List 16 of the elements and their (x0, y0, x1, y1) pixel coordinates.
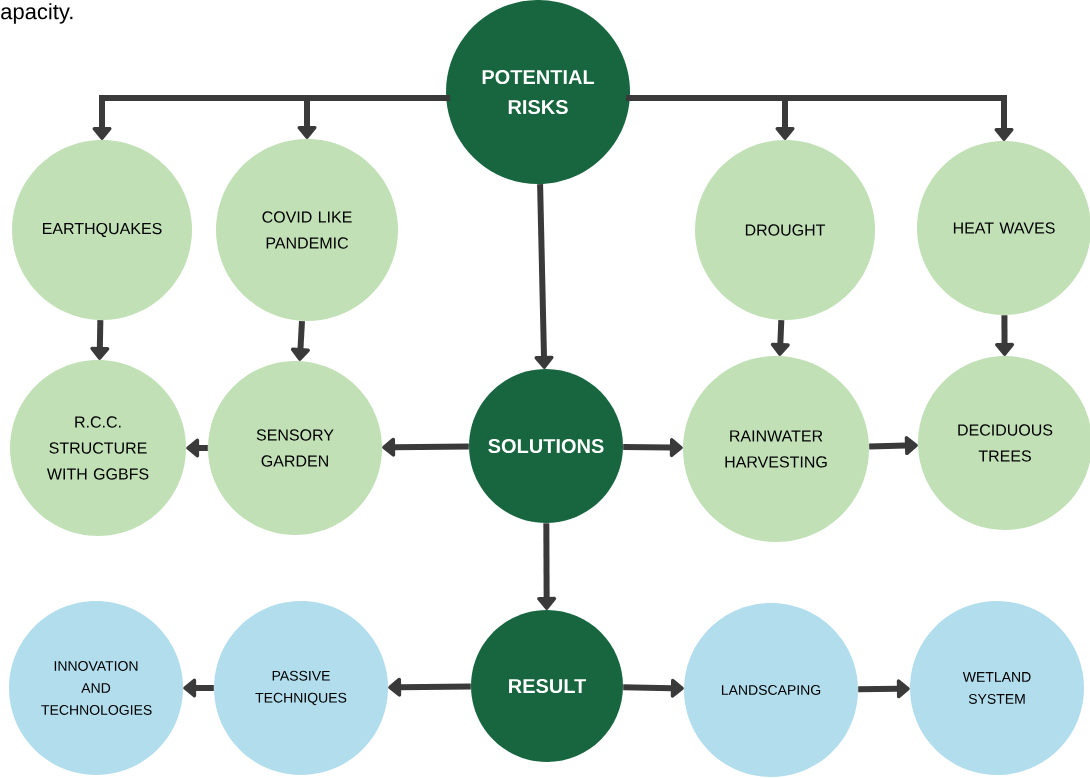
arrow (382, 437, 469, 457)
arrow (623, 438, 683, 458)
arrow (623, 678, 684, 698)
arrow (770, 320, 790, 356)
arrow (290, 320, 310, 361)
arrow (186, 438, 208, 458)
arrow (995, 315, 1015, 356)
arrow (626, 95, 1014, 141)
arrow (858, 679, 910, 699)
arrow (537, 523, 557, 610)
arrow (388, 677, 471, 697)
arrow (869, 436, 918, 456)
arrow (90, 320, 110, 360)
text-fragment: apacity. (1, 3, 73, 24)
arrow (534, 184, 554, 369)
arrow (183, 678, 214, 698)
